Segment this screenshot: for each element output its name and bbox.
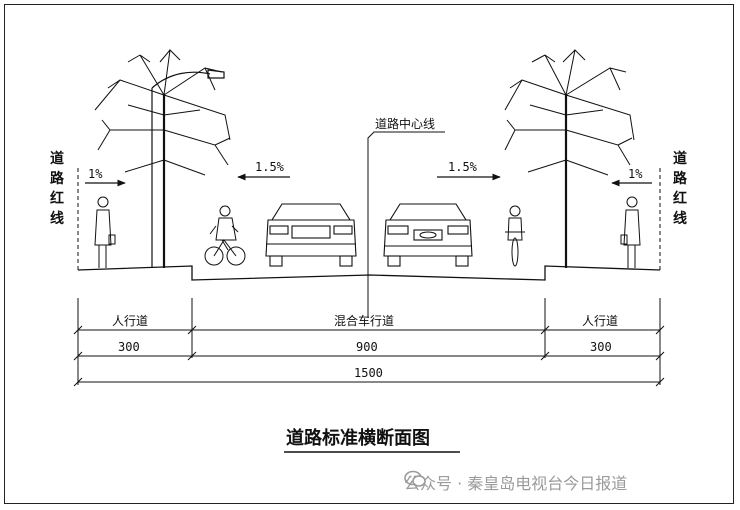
slope-right-sidewalk: 1% — [628, 167, 643, 181]
tree-right — [504, 48, 635, 268]
zone-name-left-sidewalk: 人行道 — [112, 314, 148, 328]
red-line-label-left: 道 路 红 线 — [50, 150, 65, 227]
centerline-label: 道路中心线 — [375, 116, 435, 131]
red-line-char-4: 线 — [673, 210, 687, 227]
slope-left-sidewalk: 1% — [88, 167, 103, 181]
drawing-frame — [4, 4, 734, 504]
wechat-icon — [404, 470, 426, 487]
zone-leaders — [77, 298, 661, 385]
red-line-char-4: 线 — [50, 210, 64, 227]
dim-row-total — [73, 377, 665, 387]
zone-width-left-sidewalk: 300 — [118, 340, 140, 354]
red-line-char-3: 红 — [673, 190, 687, 207]
car-rear-left — [265, 203, 357, 267]
red-line-char-1: 道 — [673, 150, 687, 167]
road-red-lines — [77, 168, 661, 270]
slope-right-carriage: 1.5% — [448, 160, 478, 174]
watermark: 公众号 · 秦皇岛电视台今日报道 — [404, 470, 627, 494]
red-line-char-2: 路 — [673, 170, 688, 187]
slope-arrows — [85, 173, 652, 187]
street-lamp-left — [151, 69, 225, 268]
ground-profile — [77, 265, 661, 281]
zone-name-right-sidewalk: 人行道 — [582, 314, 618, 328]
zone-width-carriageway: 900 — [356, 340, 378, 354]
tree-left — [94, 48, 231, 268]
centerline-leader — [367, 131, 445, 318]
dim-row-widths — [73, 351, 665, 361]
pedestrian-right — [620, 196, 641, 268]
watermark-text: 公众号 · 秦皇岛电视台今日报道 — [404, 474, 628, 493]
car-front-right — [383, 203, 473, 267]
red-line-char-2: 路 — [50, 170, 65, 187]
zone-name-carriageway: 混合车行道 — [334, 313, 394, 328]
slope-left-carriage: 1.5% — [255, 160, 285, 174]
red-line-label-right: 道 路 红 线 — [673, 150, 688, 227]
red-line-char-3: 红 — [50, 190, 64, 207]
cyclist-left — [204, 205, 246, 266]
total-width: 1500 — [354, 366, 383, 380]
drawing-title: 道路标准横断面图 — [286, 427, 430, 449]
red-line-char-1: 道 — [50, 150, 64, 167]
cyclist-right — [505, 205, 525, 267]
zone-width-right-sidewalk: 300 — [590, 340, 612, 354]
dim-row-names — [73, 325, 665, 335]
pedestrian-left — [94, 196, 116, 268]
